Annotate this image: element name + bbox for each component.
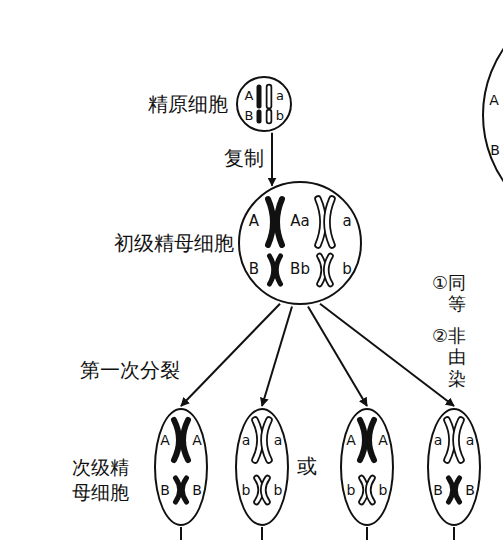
- gene-letter: a: [466, 432, 475, 448]
- gene-letter: A: [378, 432, 388, 448]
- continuation-lines: [181, 527, 454, 540]
- chromatid: [174, 420, 179, 460]
- cell-name: 精原细胞: [148, 93, 228, 116]
- note-text: 等: [448, 293, 466, 315]
- chromatid: [447, 420, 452, 460]
- continuation-line: [180, 527, 182, 540]
- cell-oval: a aB B: [427, 408, 481, 526]
- cell-circle: AB: [482, 0, 503, 233]
- chromatid-outline: [255, 420, 260, 460]
- gene-letter: A: [245, 89, 254, 104]
- chromatid: [176, 478, 180, 502]
- gene-letter: b: [242, 482, 251, 498]
- gene-letter: b: [342, 261, 352, 278]
- gene-letter: a: [342, 213, 351, 230]
- chromatid: [456, 420, 461, 460]
- continuation-line: [453, 527, 455, 540]
- cell-circle: 精原细胞AaBb: [236, 76, 292, 132]
- cell-oval: a a b b: [235, 408, 289, 526]
- chromatid-outline: [456, 420, 461, 460]
- gene-letter: b: [274, 482, 283, 498]
- chromatid: [183, 420, 188, 460]
- chromatid-outline: [327, 199, 332, 245]
- chromatid: [369, 420, 374, 460]
- arrow-connector: [262, 306, 292, 406]
- chromatid: [449, 478, 453, 502]
- gene-letter: B: [160, 482, 170, 498]
- chromatid-outline: [447, 420, 452, 460]
- chromatid-outline: [263, 478, 267, 502]
- cell-name: 初级精母细胞: [114, 232, 234, 255]
- cell-oval: A A B B: [154, 408, 208, 526]
- arrow-connector: [271, 133, 273, 186]
- chromatid-outline: [266, 87, 273, 106]
- chromatid: [276, 256, 280, 284]
- chromatid: [270, 256, 274, 284]
- chromatid: [263, 478, 267, 502]
- gene-letter: a: [434, 432, 443, 448]
- gene-letter: B: [490, 142, 500, 158]
- gene-letter: b: [379, 482, 388, 498]
- chromatid-outline: [264, 420, 269, 460]
- continuation-line: [261, 527, 263, 540]
- chromatid: [318, 199, 323, 245]
- note-text: ①同: [432, 272, 466, 294]
- arrow-connector: [320, 304, 454, 406]
- gene-letter: B: [433, 482, 443, 498]
- gene-letter: A: [346, 432, 356, 448]
- arrow-connector: [308, 306, 367, 406]
- chromatid: [268, 87, 271, 106]
- note-text: 染: [448, 368, 466, 390]
- note-text: 由: [448, 346, 466, 368]
- note-text: ②非: [432, 325, 466, 347]
- gene-letter: b: [276, 109, 284, 124]
- chromatid: [257, 87, 262, 106]
- gene-letter: B: [192, 482, 202, 498]
- gene-letter: a: [274, 432, 283, 448]
- gene-letter: A: [192, 432, 202, 448]
- step-label: 复制: [222, 145, 266, 172]
- or-label: 或: [297, 454, 317, 478]
- chromatid-outline: [368, 478, 372, 502]
- chromatid: [255, 420, 260, 460]
- note-text: 第一次分裂: [80, 358, 180, 382]
- chromatid: [264, 420, 269, 460]
- chromatid: [327, 199, 332, 245]
- chromatid-outline: [326, 256, 330, 284]
- gene-letter: B: [245, 109, 254, 124]
- gene-letter: A: [160, 432, 170, 448]
- arrow-connector: [181, 304, 280, 406]
- gene-letter: B: [249, 261, 259, 278]
- chromatid: [268, 199, 273, 245]
- chromatid-outline: [318, 199, 323, 245]
- gene-letter: A: [489, 92, 499, 108]
- gene-letter: b: [347, 482, 356, 498]
- chromatid: [268, 112, 271, 121]
- chromatid-outline: [266, 112, 273, 121]
- chromatid: [360, 420, 365, 460]
- gene-letter: a: [242, 432, 251, 448]
- chromatid: [277, 199, 282, 245]
- chromatid: [455, 478, 459, 502]
- chromosomes: [174, 87, 461, 502]
- cell-circle: 初级精母细胞AAaaBBbb: [238, 181, 362, 305]
- gene-letter: A: [249, 213, 259, 230]
- chromatid: [182, 478, 186, 502]
- gene-letter: B: [465, 482, 475, 498]
- chromatid: [257, 112, 262, 121]
- chromatid: [326, 256, 330, 284]
- gene-letter: a: [276, 89, 284, 104]
- continuation-line: [366, 527, 368, 540]
- stage-label: 次级精母细胞: [72, 455, 132, 504]
- cell-oval: A Ab b: [340, 408, 394, 526]
- chromatid: [368, 478, 372, 502]
- gene-letter: Bb: [290, 261, 310, 278]
- gene-letter: Aa: [290, 213, 309, 230]
